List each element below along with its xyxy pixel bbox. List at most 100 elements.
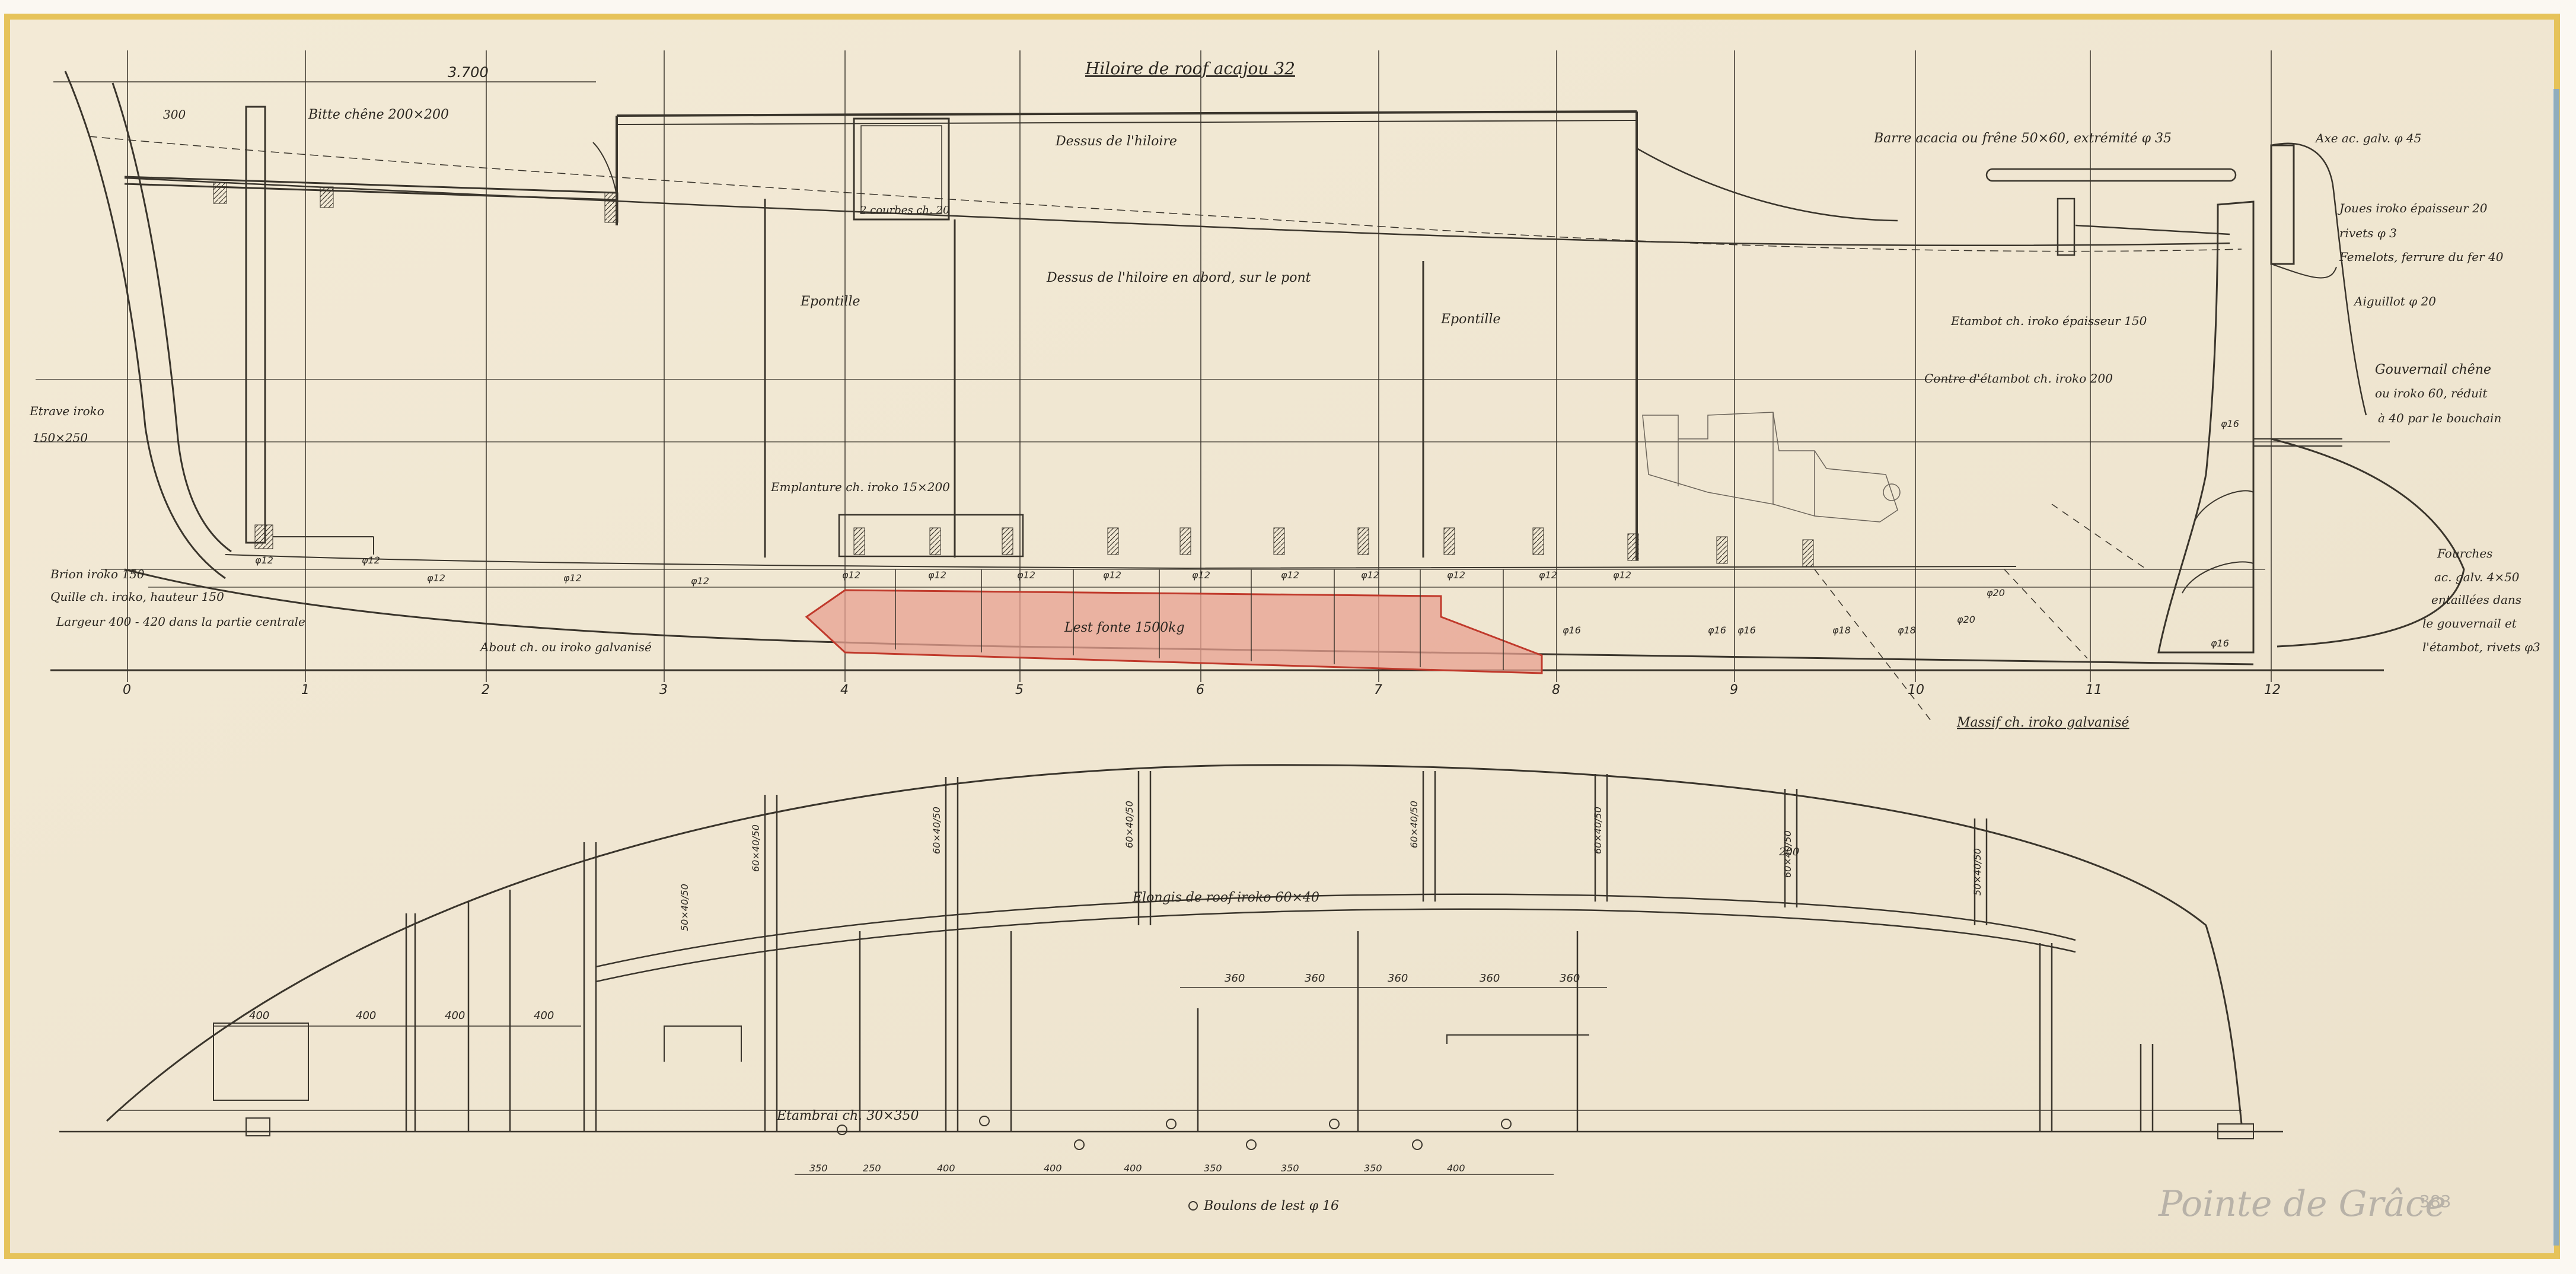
label-gouvernail-3: à 40 par le bouchain (2378, 411, 2501, 425)
label-fourches-3: entaillées dans (2431, 593, 2521, 607)
label-axe: Axe ac. galv. φ 45 (2314, 131, 2421, 145)
frame-number: 1 (301, 683, 310, 697)
spacing-value: 360 (1388, 972, 1408, 985)
engine-sketch (1642, 412, 1901, 523)
top-dimension: 3.700 (448, 64, 489, 81)
label-quille: Quille ch. iroko, hauteur 150 (50, 590, 224, 604)
frame-number: 4 (840, 683, 849, 697)
spacing-value: 360 (1560, 972, 1580, 985)
frame-number: 9 (1730, 683, 1738, 697)
label-fourches-2: ac. galv. 4×50 (2434, 570, 2520, 584)
ballast-bolt-circles (837, 1116, 1512, 1150)
bolt-label: φ18 (1832, 625, 1851, 636)
bolt-label: φ20 (1957, 614, 1975, 625)
frame-number: 12 (2264, 683, 2281, 697)
deck-beams (405, 771, 2154, 1132)
frame-number: 7 (1374, 683, 1382, 697)
top-spacing: 360 360 360 360 360 (1225, 972, 1580, 985)
spacing-value: 400 (534, 1009, 554, 1022)
bolt-label: φ12 (1103, 569, 1121, 581)
label-joues: Joues iroko épaisseur 20 (2337, 201, 2488, 215)
label-dim-200: 200 (1778, 846, 1799, 858)
bolt-label: φ16 (2221, 418, 2239, 429)
blue-edge-strip (2553, 89, 2559, 1246)
spacing-value: 400 (1124, 1162, 1142, 1174)
bolt-label: φ12 (563, 572, 582, 584)
spacing-value: 400 (356, 1009, 376, 1022)
bolt-label: φ12 (362, 555, 380, 566)
spacing-value: 250 (863, 1162, 881, 1174)
label-brion: Brion iroko 150 (50, 567, 145, 581)
bolt-label: φ12 (691, 575, 709, 587)
label-massif: Massif ch. iroko galvanisé (1956, 715, 2129, 730)
label-etambot: Etambot ch. iroko épaisseur 150 (1950, 314, 2147, 328)
spacing-value: 360 (1480, 972, 1500, 985)
bolt-label: φ12 (1361, 569, 1379, 581)
label-courbes: 2 courbes ch. 20 (859, 204, 949, 216)
frame-number: 3 (659, 683, 668, 697)
label-emplanture: Emplanture ch. iroko 15×200 (770, 480, 950, 494)
bolt-label: φ12 (1192, 569, 1210, 581)
label-etambrai: Etambrai ch. 30×350 (776, 1109, 919, 1123)
frame-number: 5 (1015, 683, 1024, 697)
frame-number: 6 (1196, 683, 1204, 697)
label-dessus-hiloire-abord: Dessus de l'hiloire en abord, sur le pon… (1046, 270, 1311, 285)
frame-stations (127, 50, 2272, 682)
label-contre-etambot: Contre d'étambot ch. iroko 200 (1924, 371, 2113, 386)
bolt-label: φ16 (1737, 625, 1756, 636)
label-aiguillot: Aiguillot φ 20 (2353, 294, 2436, 308)
frame-number: 10 (1908, 683, 1924, 697)
beam-labels: 50×40/50 60×40/50 60×40/50 60×40/50 60×4… (679, 801, 1983, 931)
stern-rudder (2157, 142, 2465, 654)
spacing-value: 350 (1204, 1162, 1222, 1174)
beam-label: 50×40/50 (1972, 848, 1983, 896)
spacing-value: 400 (445, 1009, 465, 1022)
bolt-label: φ16 (1708, 625, 1726, 636)
frame-number: 0 (123, 683, 131, 697)
label-gouvernail-2: ou iroko 60, réduit (2375, 386, 2488, 400)
bolt-label: φ12 (842, 569, 860, 581)
bolt-label: φ12 (928, 569, 946, 581)
label-epontille-1: Epontille (800, 294, 860, 309)
beam-label: 60×40/50 (1124, 801, 1135, 848)
label-dessus-hiloire: Dessus de l'hiloire (1055, 134, 1177, 149)
bolt-label: φ18 (1898, 625, 1916, 636)
beam-label: 60×40/50 (1592, 807, 1603, 854)
label-elongis: Elongis de roof iroko 60×40 (1132, 890, 1319, 905)
label-lest: Lest fonte 1500kg (1064, 620, 1185, 635)
label-fourches-4: le gouvernail et (2422, 616, 2517, 630)
spacing-value: 360 (1305, 972, 1325, 985)
roof-coaming-title: Hiloire de roof acajou 32 (1085, 59, 1295, 78)
label-about: About ch. ou iroko galvanisé (479, 640, 652, 654)
bolt-labels: φ12 φ12 φ12 φ12 φ12 φ12 φ12 φ12 φ12 φ12 … (255, 418, 2239, 649)
bolt-label: φ16 (2211, 638, 2229, 649)
spacing-value: 400 (937, 1162, 955, 1174)
label-etrave-1: Etrave iroko (29, 404, 104, 418)
frame-numbers: 0 1 2 3 4 5 6 7 8 9 10 11 12 (123, 683, 2281, 697)
stem (64, 71, 226, 579)
bolt-label: φ12 (1539, 569, 1557, 581)
handwritten-note: Pointe de Grâce (2158, 1183, 2446, 1225)
bottom-spacing: 350 250 400 400 400 350 350 350 400 (809, 1162, 1465, 1174)
bolt-label: φ12 (1447, 569, 1465, 581)
bolt-label: φ12 (255, 555, 273, 566)
frame-number: 11 (2086, 683, 2102, 697)
label-gouvernail-1: Gouvernail chêne (2375, 362, 2491, 377)
bolt-label: φ12 (1281, 569, 1299, 581)
sheet-number: 383 (2419, 1192, 2451, 1211)
ballast-bolts (895, 569, 1504, 670)
beam-label: 60×40/50 (1782, 830, 1793, 878)
bolt-label: φ16 (1563, 625, 1581, 636)
frame-number: 2 (482, 683, 490, 697)
bolt-label: φ12 (1613, 569, 1631, 581)
beam-label: 60×40/50 (931, 807, 942, 854)
floor-sections (254, 524, 1814, 567)
bolt-label: φ12 (427, 572, 445, 584)
spacing-value: 400 (1044, 1162, 1062, 1174)
spacing-value: 350 (1364, 1162, 1382, 1174)
label-barre: Barre acacia ou frêne 50×60, extrémité φ… (1873, 131, 2172, 146)
hull-outline (106, 764, 2243, 1125)
spacing-value: 350 (809, 1162, 828, 1174)
left-spacing: 400 400 400 400 (249, 1009, 554, 1022)
